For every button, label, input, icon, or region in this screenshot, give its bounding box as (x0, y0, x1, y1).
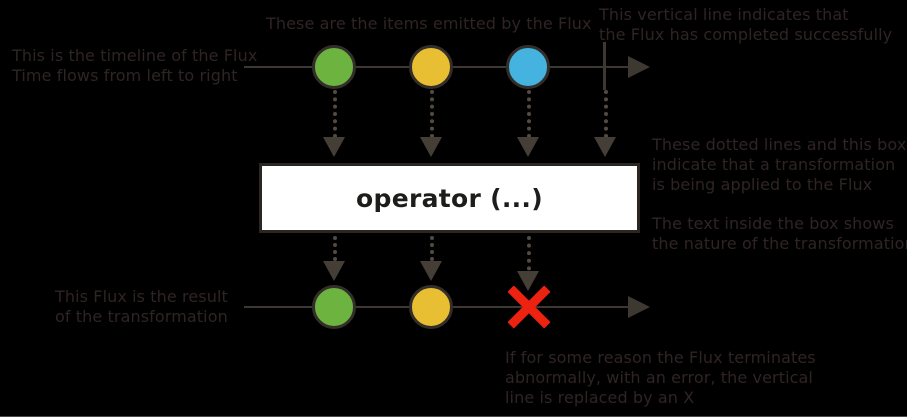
connector-dotted-1 (333, 90, 337, 138)
completion-line (603, 42, 606, 90)
error-cross-icon (506, 284, 552, 330)
connector-arrow-7-icon (517, 271, 539, 291)
annotation-source-timeline: This is the timeline of the Flux Time fl… (12, 46, 258, 85)
connector-arrow-2-icon (420, 137, 442, 157)
annotation-items-emitted: These are the items emitted by the Flux (266, 14, 592, 33)
connector-dotted-5 (333, 236, 337, 268)
connector-dotted-4 (604, 90, 608, 138)
connector-dotted-2 (430, 90, 434, 138)
source-marble-yellow[interactable] (409, 45, 453, 89)
annotation-result-timeline: This Flux is the result of the transform… (55, 287, 228, 326)
result-marble-yellow[interactable] (409, 285, 453, 329)
source-marble-green[interactable] (312, 45, 356, 89)
source-timeline-arrow-icon (628, 56, 650, 78)
operator-box[interactable]: operator (...) (259, 163, 640, 233)
connector-arrow-6-icon (420, 261, 442, 281)
annotation-transformation: These dotted lines and this box indicate… (652, 135, 907, 194)
connector-arrow-4-icon (594, 137, 616, 157)
connector-arrow-1-icon (323, 137, 345, 157)
operator-box-label: operator (...) (356, 183, 543, 213)
result-marble-green[interactable] (312, 285, 356, 329)
connector-dotted-6 (430, 236, 434, 268)
source-marble-blue[interactable] (506, 45, 550, 89)
connector-dotted-3 (527, 90, 531, 138)
annotation-error: If for some reason the Flux terminates a… (505, 348, 816, 407)
annotation-completion: This vertical line indicates that the Fl… (599, 5, 893, 44)
connector-arrow-5-icon (323, 261, 345, 281)
annotation-box-text-meaning: The text inside the box shows the nature… (652, 214, 907, 253)
connector-arrow-3-icon (517, 137, 539, 157)
result-timeline-arrow-icon (628, 296, 650, 318)
connector-dotted-7 (527, 236, 531, 278)
